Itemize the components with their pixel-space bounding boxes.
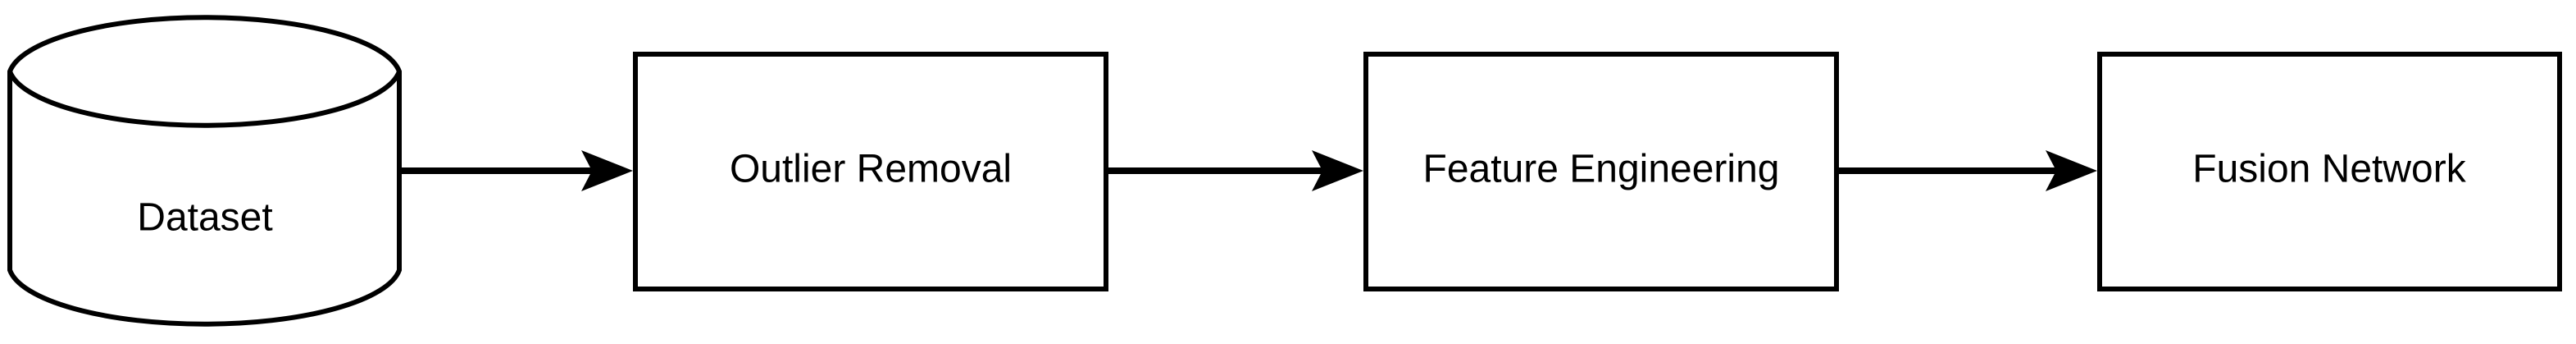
box-outlier-removal <box>633 52 1108 291</box>
node-feature-engineering[interactable]: Feature Engineering <box>1363 52 1839 291</box>
box-fusion-network <box>2097 52 2562 291</box>
arrowhead-icon <box>2046 150 2097 191</box>
node-label-dataset: Dataset <box>137 196 272 240</box>
node-outlier-removal[interactable]: Outlier Removal <box>633 52 1108 291</box>
box-feature-engineering <box>1363 52 1839 291</box>
node-fusion-network[interactable]: Fusion Network <box>2097 52 2562 291</box>
node-label-fusion-network: Fusion Network <box>2192 148 2466 191</box>
edge-outlier-removal-to-feature-engineering[interactable] <box>1108 150 1363 191</box>
arrowhead-icon <box>581 150 633 191</box>
node-dataset[interactable]: Dataset <box>7 15 402 327</box>
cylinder-body <box>7 15 402 327</box>
arrowhead-icon <box>1312 150 1363 191</box>
cylinder-top-seam <box>7 70 402 128</box>
edge-dataset-to-outlier-removal[interactable] <box>402 150 633 191</box>
node-label-feature-engineering: Feature Engineering <box>1423 148 1780 191</box>
node-label-outlier-removal: Outlier Removal <box>730 148 1012 191</box>
edge-feature-engineering-to-fusion-network[interactable] <box>1839 150 2097 191</box>
